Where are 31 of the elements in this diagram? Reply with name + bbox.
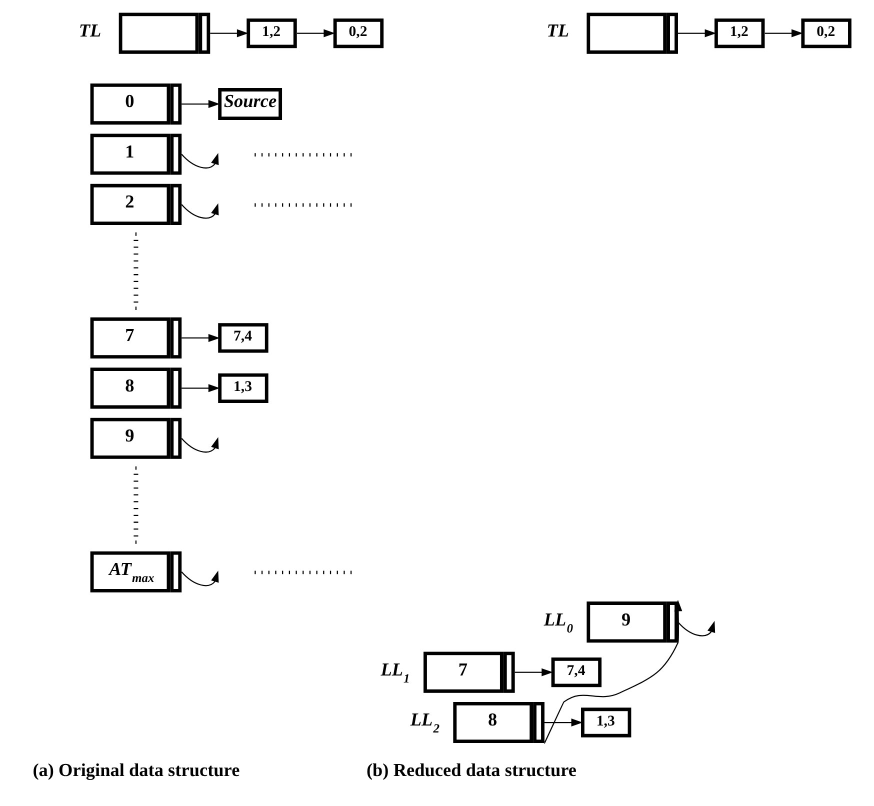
arrow [181,100,220,108]
label: (b) Reduced data structure [366,760,576,780]
arrow [544,718,582,726]
arrow [181,334,220,342]
node-label: TL [546,20,569,40]
arrow [181,384,220,392]
node-label: LL$_{2}$ [410,710,439,736]
node-box: 0,2 [332,18,384,48]
node-label: TL [78,20,101,40]
arrow [296,29,335,38]
node-box: 0,2 [800,18,851,48]
arrow [764,29,802,38]
arrow [180,437,218,453]
arrow [678,29,716,38]
arrow [543,600,682,744]
node-box: 1,2 [246,18,296,48]
node-box: 7,4 [218,323,268,353]
label: (a) Original data structure [32,760,240,780]
node-box: 1,3 [580,708,631,738]
node-box: 7,4 [550,657,602,688]
arrow [677,620,715,636]
arrow [514,668,553,676]
arrow [180,203,218,219]
node-box: 1,3 [218,373,268,403]
arrow [210,29,248,38]
node-box: 1,2 [714,18,764,48]
node-label: LL$_{0}$ [543,609,573,636]
node-box: Source [218,88,282,120]
arrow [180,570,218,586]
arrow [180,153,218,168]
node-label: LL$_{1}$ [380,659,410,686]
